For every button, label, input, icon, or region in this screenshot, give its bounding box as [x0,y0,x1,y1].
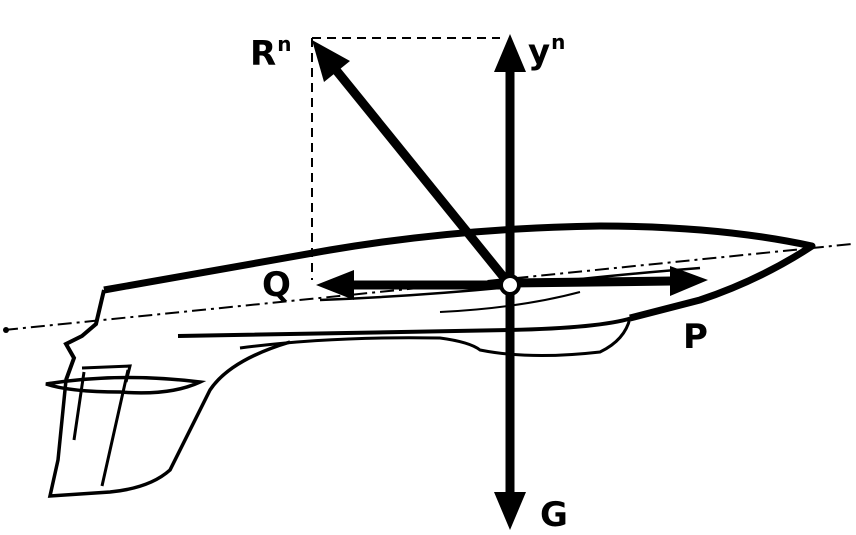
lift-label-sup: n [551,30,566,54]
drag-label: Q [262,265,291,305]
resultant-label-main: R [250,34,277,74]
hull-cockpit-line-2 [439,291,581,313]
thrust-arrow-head [670,266,708,296]
drag-arrow-head [316,270,354,300]
center-of-gravity-point [499,274,521,296]
weight-arrow-head [494,492,526,530]
hull-sheer-line [177,316,633,338]
resultant-arrow-head [312,40,350,82]
lift-label: yn [528,32,565,69]
resultant-label-sup: n [277,32,292,56]
lift-label-main: y [528,32,551,72]
outboard-plate [81,364,132,383]
outboard-leg-inner [72,369,130,487]
hull-keel-curve [239,317,632,358]
resultant-label: Rn [250,34,291,71]
hull-transom [63,289,106,381]
outboard-leg [47,340,291,498]
lift-arrow-head [494,34,526,72]
resultant-arrow-shaft [332,67,514,288]
weight-label: G [540,495,568,535]
outboard-fin [45,375,207,395]
axis-end-left [3,327,9,333]
thrust-arrow-shaft [509,276,673,288]
thrust-label: P [683,317,708,357]
hull-deck-outline [103,222,816,322]
